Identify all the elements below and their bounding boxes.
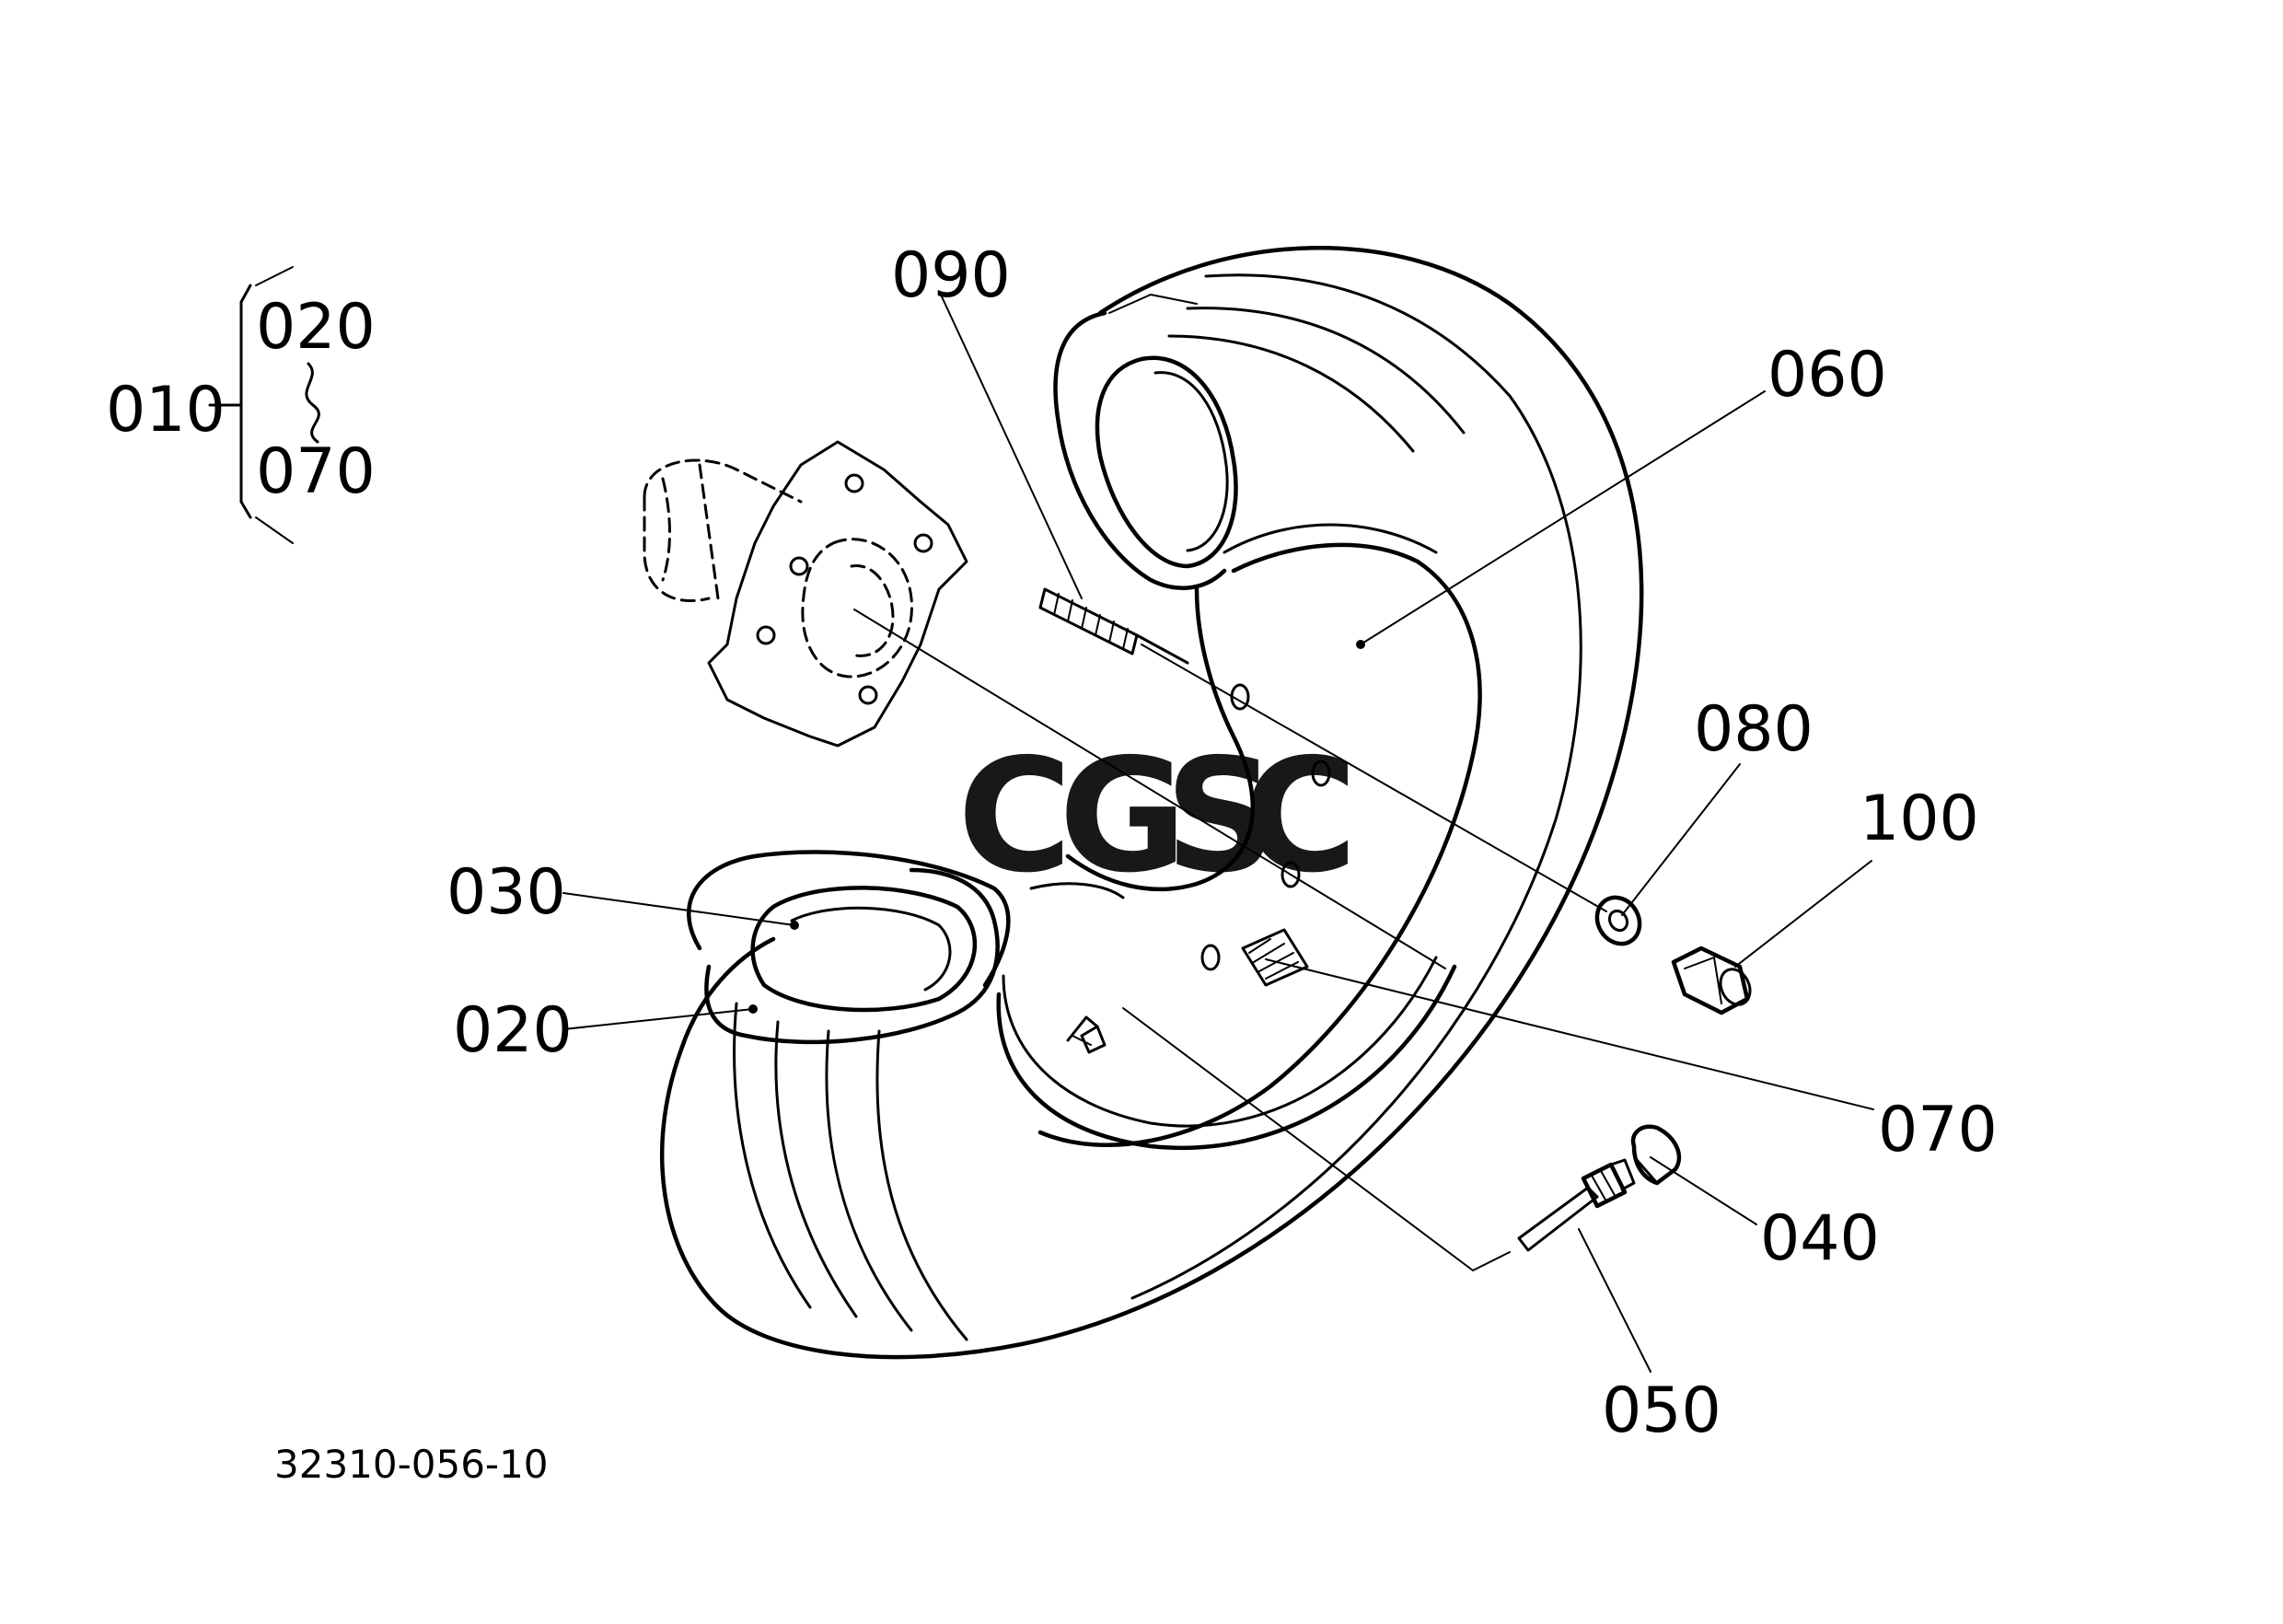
watermark-letter-c1: C (957, 725, 1072, 908)
valve-stem-050 (1517, 1158, 1636, 1252)
callout-080: 080 (1694, 693, 1814, 766)
leader-lines (562, 294, 1874, 1373)
watermark-letter-c2: C (1243, 725, 1358, 908)
valve-nozzle (1066, 1015, 1099, 1046)
figure-number: 32310-056-10 (274, 1442, 549, 1487)
rim-020 (687, 586, 1457, 1150)
callout-020: 020 (453, 994, 573, 1067)
wheel-hub (643, 440, 968, 748)
valve-cap-040 (1630, 1124, 1682, 1186)
callout-020-group: 020 (256, 291, 376, 364)
callout-labels: 010 020 070 090 060 080 100 030 020 070 … (106, 239, 1998, 1487)
assembly-brace-010 (208, 266, 320, 544)
callout-010: 010 (106, 374, 226, 447)
callout-060: 060 (1767, 339, 1887, 412)
tire-060 (660, 246, 1644, 1360)
callout-050: 050 (1602, 1375, 1721, 1447)
washer-080 (1594, 895, 1642, 946)
watermark-letter-s: S (1165, 725, 1277, 908)
callout-070: 070 (1878, 1094, 1998, 1166)
watermark-letter-g: G (1059, 725, 1188, 908)
callout-100: 100 (1860, 783, 1979, 855)
callout-090: 090 (891, 239, 1011, 312)
callout-040: 040 (1760, 1202, 1880, 1275)
nut-100 (1671, 945, 1752, 1015)
watermark-logo: C G S C (957, 725, 1358, 908)
stud-bolt-090 (1038, 587, 1189, 665)
callout-030: 030 (446, 856, 566, 929)
callout-070-group: 070 (256, 435, 376, 508)
